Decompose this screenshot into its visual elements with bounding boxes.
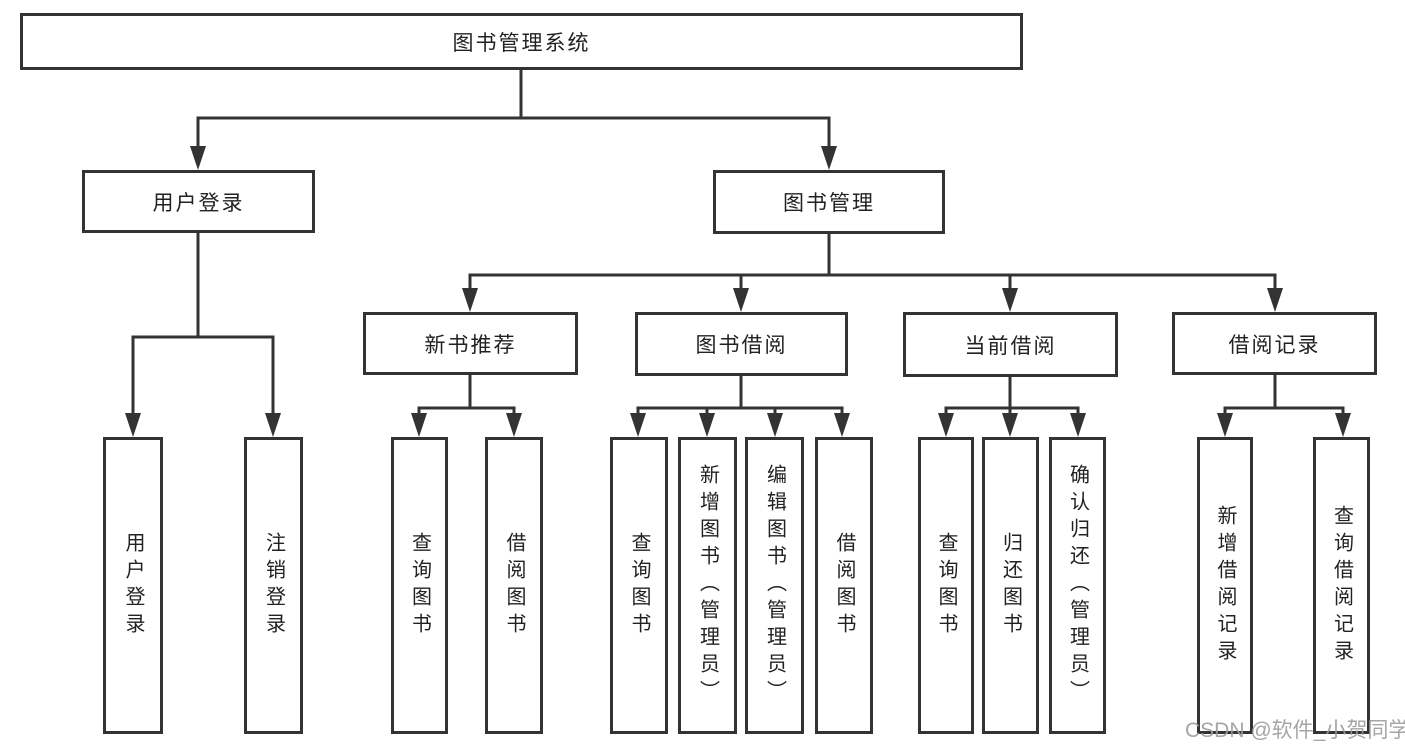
node-label: 借阅图书 <box>833 531 855 640</box>
node-label: 新书推荐 <box>424 333 517 357</box>
node-leaf-query-borrow-record: 查询借阅记录 <box>1313 437 1370 734</box>
node-leaf-user-login: 用户登录 <box>103 437 163 734</box>
node-label: 新增图书（管理员） <box>696 464 719 707</box>
node-leaf-borrow-query-book: 查询图书 <box>610 437 668 734</box>
node-leaf-add-borrow-record: 新增借阅记录 <box>1197 437 1253 734</box>
node-label: 用户登录 <box>122 531 144 640</box>
node-leaf-recommend-query-book: 查询图书 <box>391 437 448 734</box>
node-label: 注销登录 <box>262 531 285 640</box>
node-leaf-edit-book-admin: 编辑图书（管理员） <box>745 437 804 734</box>
node-new-book-recommend: 新书推荐 <box>363 312 578 375</box>
node-label: 新增借阅记录 <box>1214 504 1236 667</box>
node-label: 归还图书 <box>999 531 1022 640</box>
node-label: 编辑图书（管理员） <box>763 464 786 707</box>
node-leaf-recommend-borrow-book: 借阅图书 <box>485 437 543 734</box>
node-label: 查询借阅记录 <box>1330 504 1353 667</box>
node-book-management: 图书管理 <box>713 170 945 234</box>
node-label: 当前借阅 <box>964 334 1057 358</box>
node-label: 借阅图书 <box>503 531 525 640</box>
node-leaf-borrow-book: 借阅图书 <box>815 437 873 734</box>
node-label: 图书借阅 <box>695 334 788 357</box>
node-leaf-current-query-book: 查询图书 <box>918 437 974 734</box>
node-book-borrow: 图书借阅 <box>635 312 848 376</box>
node-leaf-logout: 注销登录 <box>244 437 303 734</box>
node-leaf-add-book-admin: 新增图书（管理员） <box>678 437 737 734</box>
node-label: 确认归还（管理员） <box>1066 464 1089 707</box>
node-leaf-confirm-return-admin: 确认归还（管理员） <box>1049 437 1106 734</box>
node-label: 图书管理系统 <box>452 31 591 55</box>
node-borrow-records: 借阅记录 <box>1172 312 1377 375</box>
node-label: 查询图书 <box>935 531 957 640</box>
node-label: 查询图书 <box>628 531 650 640</box>
csdn-watermark: CSDN @软件_小贺同学 <box>1185 719 1405 742</box>
node-root: 图书管理系统 <box>20 13 1023 70</box>
node-label: 用户登录 <box>152 191 245 215</box>
node-leaf-return-book: 归还图书 <box>982 437 1039 734</box>
node-label: 借阅记录 <box>1228 333 1321 357</box>
node-user-login: 用户登录 <box>82 170 315 233</box>
node-label: 图书管理 <box>783 192 875 215</box>
node-label: 查询图书 <box>408 531 431 640</box>
node-current-borrow: 当前借阅 <box>903 312 1118 377</box>
